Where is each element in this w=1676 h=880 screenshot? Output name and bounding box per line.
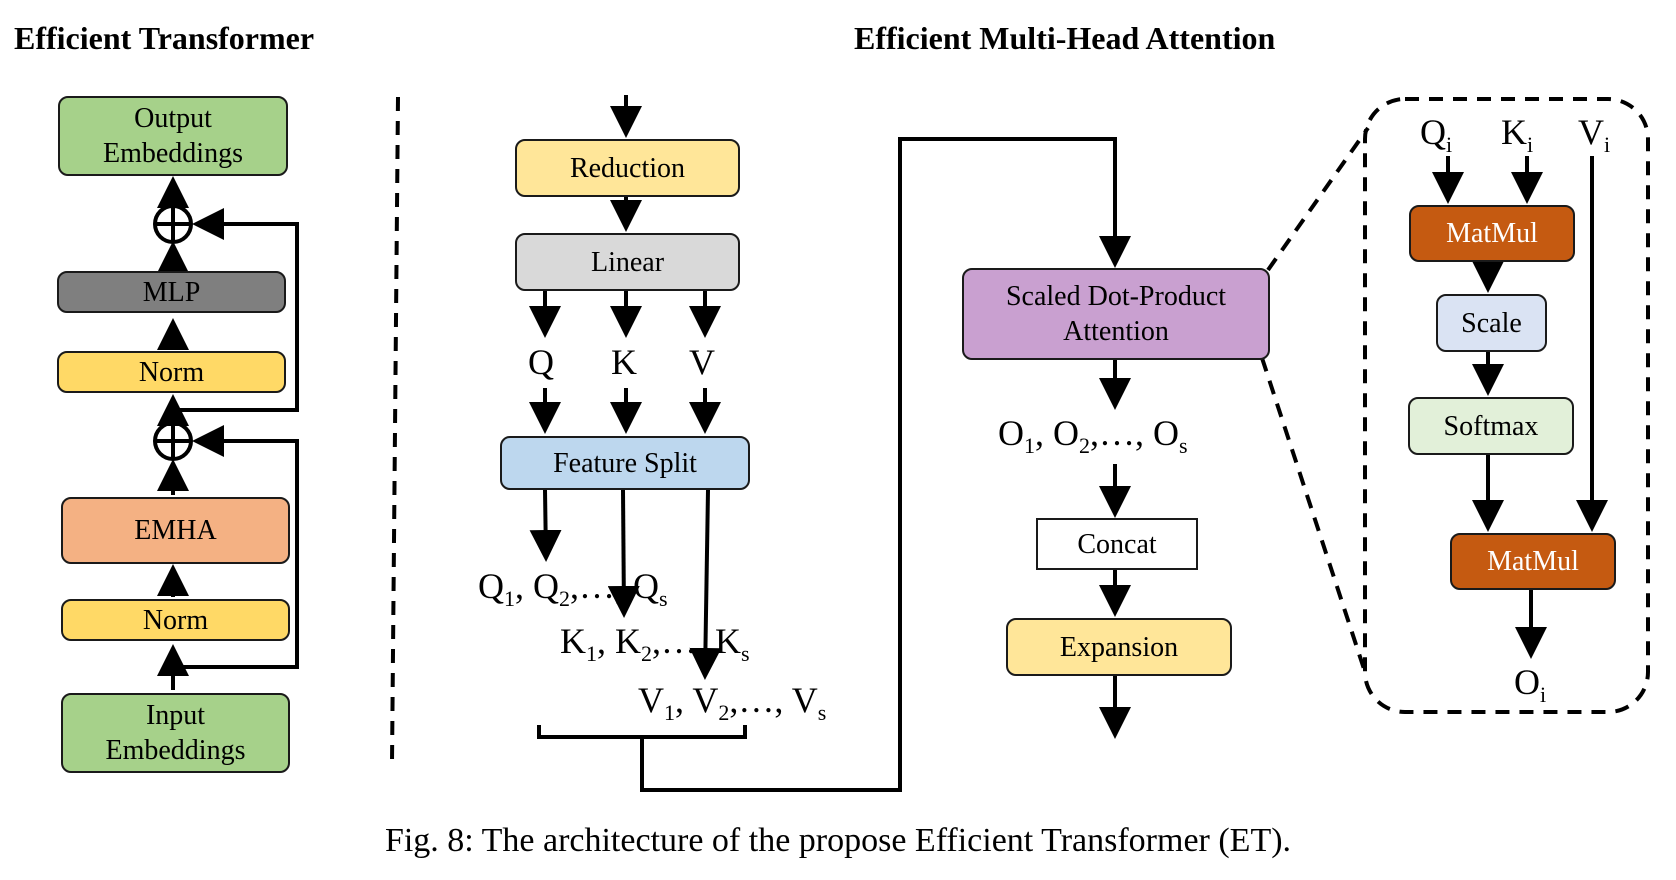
k-sequence-label: K1, K2,…, Ks — [560, 621, 750, 666]
qi-label: Qi — [1420, 112, 1453, 157]
output-embeddings-box: Output Embeddings — [58, 96, 288, 176]
oi-label: Oi — [1514, 662, 1547, 707]
v-label: V — [689, 342, 715, 382]
softmax-label: Softmax — [1443, 410, 1539, 442]
sdpa-line1: Scaled Dot-Product — [1005, 281, 1227, 312]
ki-label: Ki — [1501, 112, 1534, 157]
right-panel-title: Efficient Multi-Head Attention — [854, 20, 1276, 56]
q-sequence-label: Q1, Q2,…, Qs — [478, 566, 668, 611]
figure-caption: Fig. 8: The architecture of the propose … — [384, 822, 1292, 859]
concat-label: Concat — [1077, 528, 1157, 560]
k-label: K — [611, 342, 637, 382]
feature-split-label: Feature Split — [553, 447, 697, 479]
input-embeddings-box: Input Embeddings — [61, 693, 290, 773]
matmul-top-label: MatMul — [1446, 218, 1538, 249]
expansion-label: Expansion — [1059, 631, 1179, 663]
concat-box: Concat — [1036, 518, 1198, 570]
scale-label: Scale — [1461, 307, 1522, 339]
mlp-label: MLP — [142, 276, 201, 308]
reduction-box: Reduction — [515, 139, 740, 197]
output-embeddings-line2: Embeddings — [103, 138, 243, 169]
emha-box: EMHA — [61, 497, 290, 564]
input-embeddings-line1: Input — [145, 700, 206, 731]
softmax-box: Softmax — [1408, 397, 1574, 455]
reduction-label: Reduction — [569, 152, 686, 184]
mlp-box: MLP — [57, 271, 286, 313]
feature-split-box: Feature Split — [500, 436, 750, 490]
matmul-bottom-label: MatMul — [1487, 546, 1579, 577]
left-panel-title: Efficient Transformer — [14, 20, 315, 56]
matmul-top-box: MatMul — [1409, 205, 1575, 262]
norm-top-box: Norm — [57, 351, 286, 393]
expansion-box: Expansion — [1006, 618, 1232, 676]
input-embeddings-line2: Embeddings — [105, 735, 246, 766]
emha-label: EMHA — [134, 515, 217, 546]
q-label: Q — [528, 342, 554, 382]
vi-label: Vi — [1578, 112, 1611, 157]
matmul-bottom-box: MatMul — [1450, 533, 1616, 590]
norm-bottom-label: Norm — [142, 604, 209, 636]
linear-label: Linear — [590, 246, 665, 278]
scaled-dot-product-attention-box: Scaled Dot-Product Attention — [962, 268, 1270, 360]
o-sequence-label: O1, O2,…, Os — [998, 413, 1188, 458]
output-embeddings-line1: Output — [134, 103, 212, 134]
sdpa-line2: Attention — [1063, 316, 1169, 347]
linear-box: Linear — [515, 233, 740, 291]
v-sequence-label: V1, V2,…, Vs — [638, 680, 827, 725]
norm-top-label: Norm — [138, 356, 205, 388]
scale-box: Scale — [1436, 294, 1547, 352]
norm-bottom-box: Norm — [61, 599, 290, 641]
